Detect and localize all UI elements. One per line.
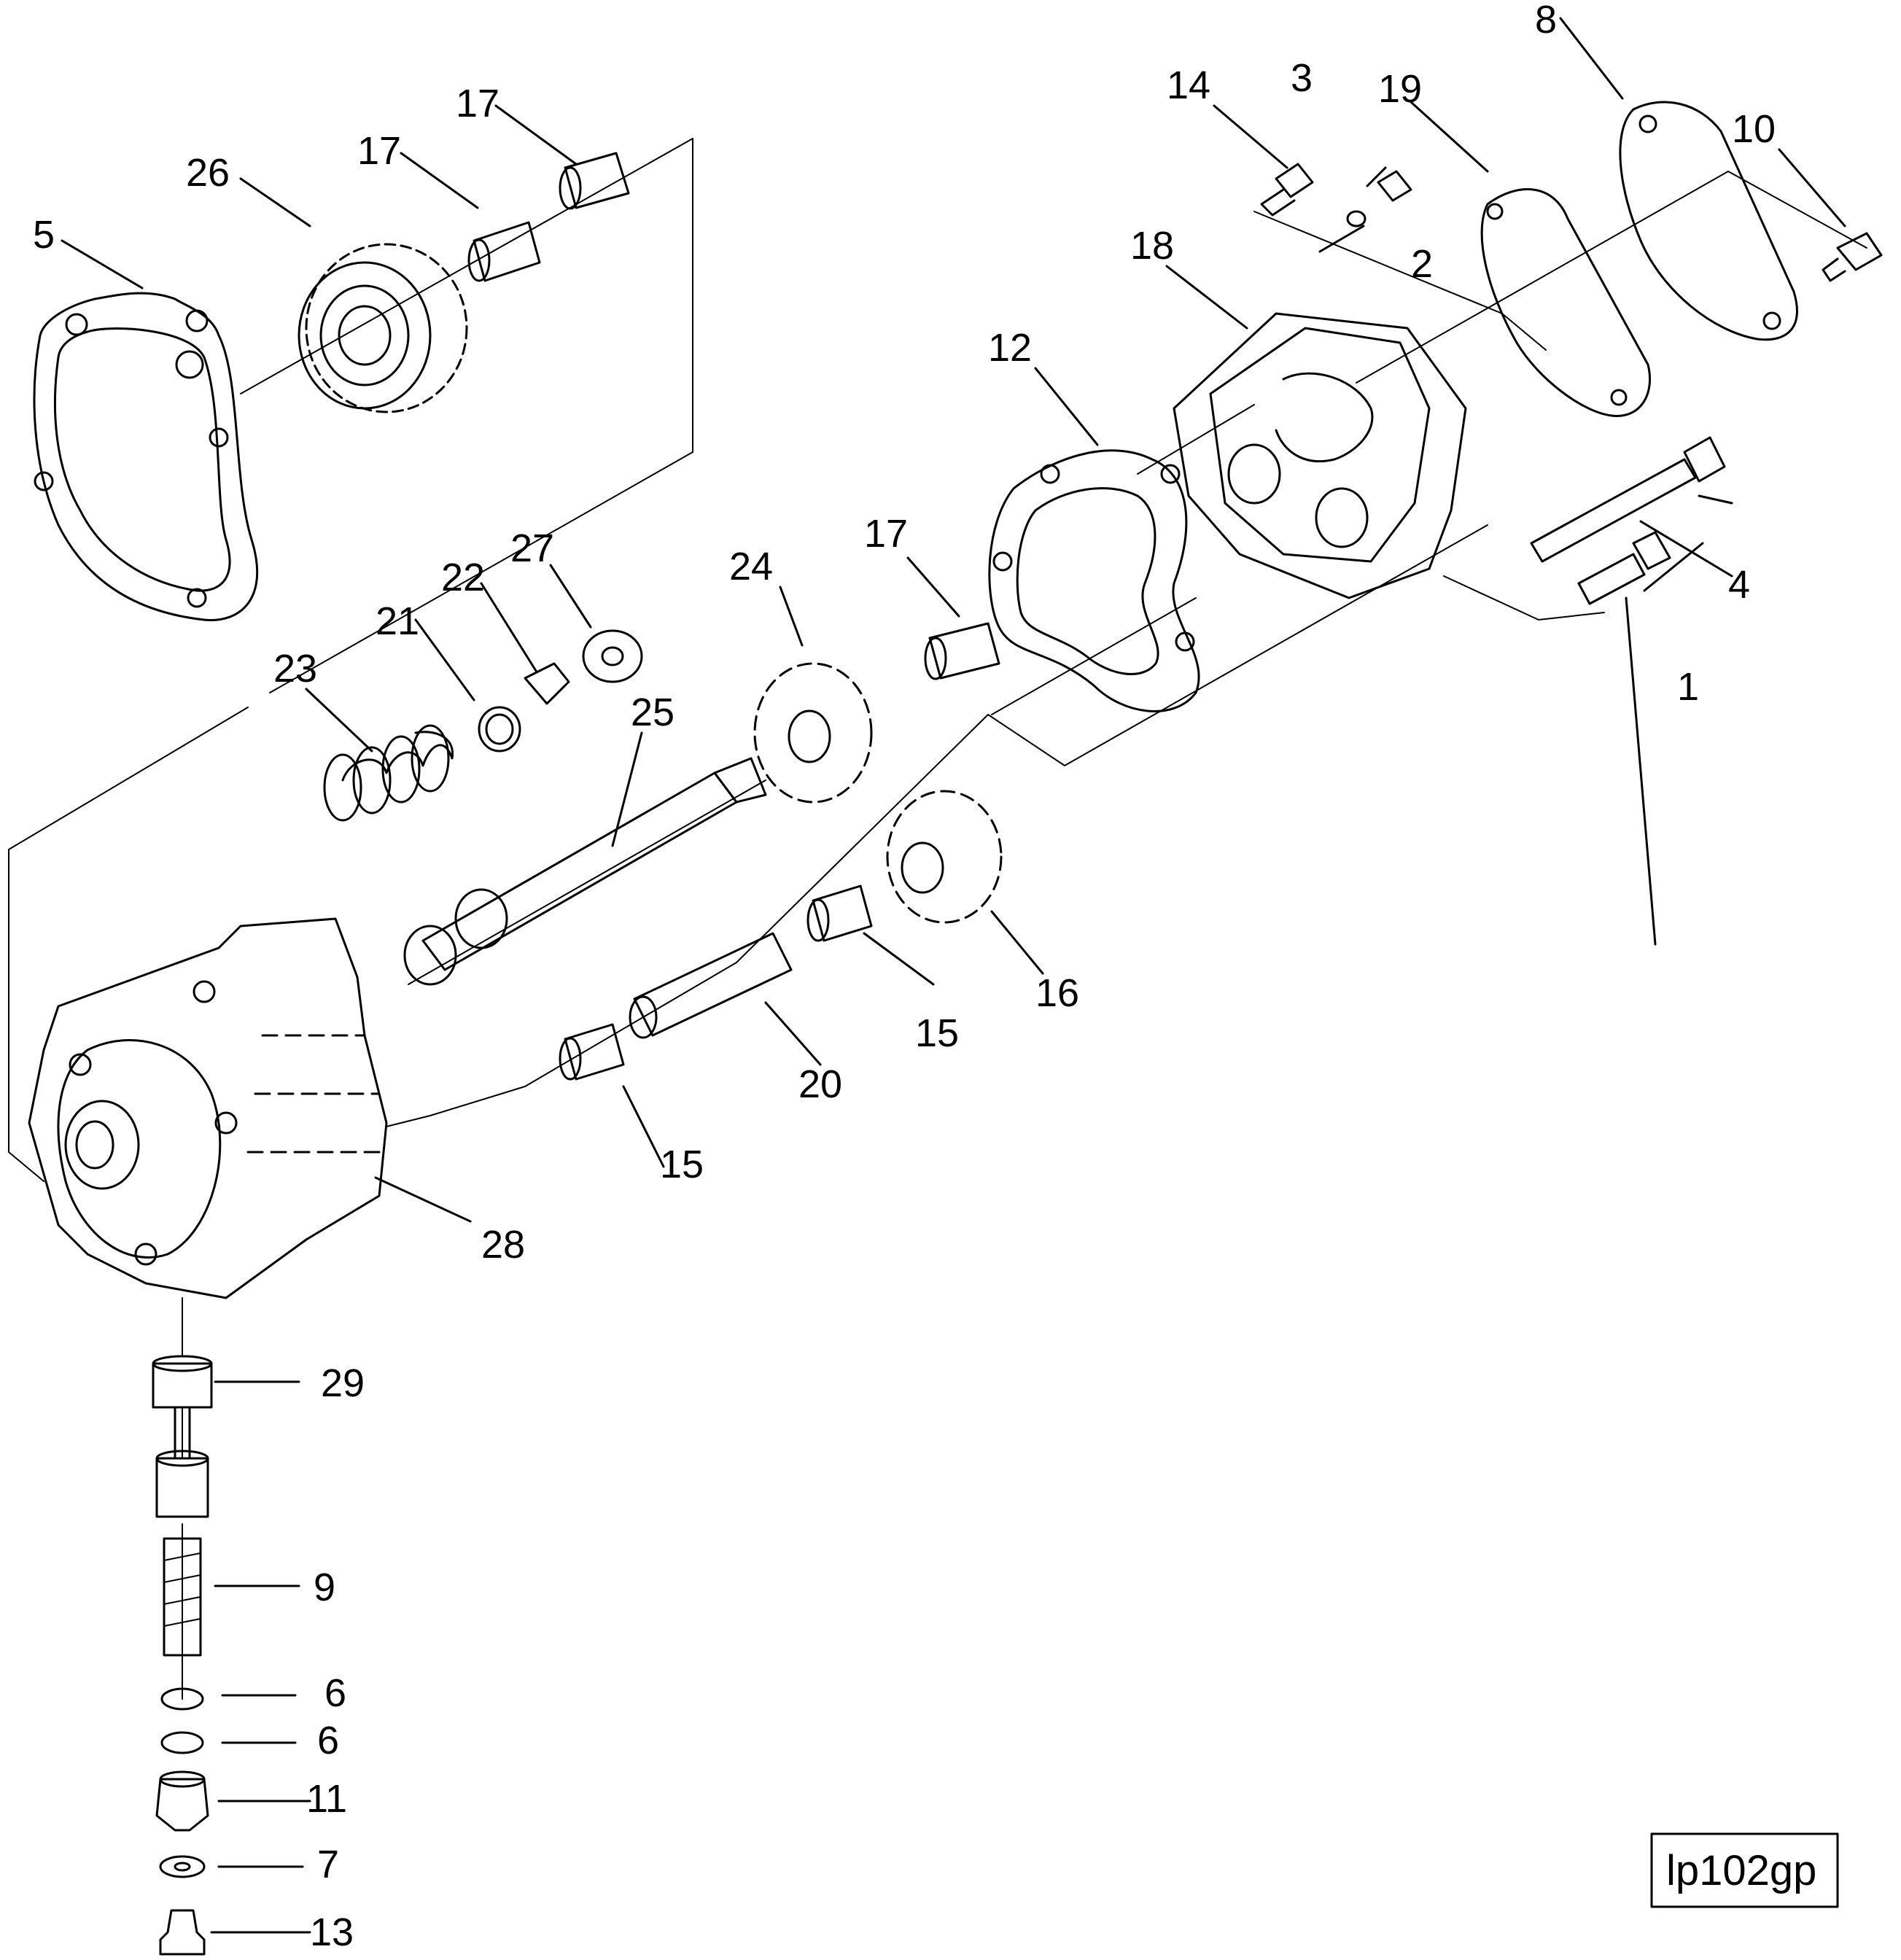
leader-arrows <box>61 17 1846 1934</box>
spring-23 <box>323 724 454 822</box>
callout-21: 21 <box>376 599 419 643</box>
piston-29 <box>152 1355 213 1518</box>
callout-17-right: 17 <box>456 82 499 125</box>
pin-22 <box>524 662 570 705</box>
pin-20 <box>629 932 793 1039</box>
callout-28: 28 <box>481 1223 525 1267</box>
drawing-id-text: lp102gp <box>1666 1847 1816 1894</box>
callout-24: 24 <box>729 545 773 588</box>
callout-2: 2 <box>1411 242 1433 286</box>
callout-25: 25 <box>631 691 675 734</box>
callout-22: 22 <box>441 556 485 599</box>
callout-19: 19 <box>1378 67 1422 111</box>
assembly-axis-lines <box>8 138 1867 1700</box>
callout-5: 5 <box>33 213 55 257</box>
callout-1: 1 <box>1677 665 1699 709</box>
bushing-17-upper <box>467 152 630 282</box>
callout-10: 10 <box>1732 107 1776 151</box>
callout-6-lower: 6 <box>317 1719 339 1762</box>
callout-12: 12 <box>988 326 1032 370</box>
callout-26: 26 <box>186 151 230 195</box>
callout-9: 9 <box>314 1566 335 1609</box>
callout-27: 27 <box>510 526 554 570</box>
callout-7: 7 <box>317 1843 339 1886</box>
gear-16 <box>886 790 1003 924</box>
callout-14: 14 <box>1167 63 1210 107</box>
callout-6-upper: 6 <box>324 1671 346 1715</box>
gasket-5 <box>33 292 259 621</box>
ring-21 <box>478 706 521 752</box>
bushing-17-middle <box>924 622 1000 680</box>
gasket-19 <box>1480 188 1652 417</box>
washer-27 <box>582 629 643 683</box>
o-ring-6-upper <box>160 1687 204 1711</box>
callout-29: 29 <box>321 1361 365 1405</box>
cover-8 <box>1619 101 1798 341</box>
bushing-15-lower <box>559 1023 625 1081</box>
spring-9 <box>163 1537 202 1657</box>
drawing-id-tag: lp102gp <box>1650 1832 1839 1908</box>
fitting-13 <box>159 1909 206 1956</box>
callout-16: 16 <box>1035 971 1079 1015</box>
o-ring-6-lower <box>160 1731 204 1754</box>
plug-11 <box>155 1770 209 1832</box>
callout-3: 3 <box>1291 56 1313 100</box>
callout-13: 13 <box>310 1910 354 1954</box>
gear-26 <box>298 243 468 413</box>
screw-10 <box>1822 232 1883 282</box>
callout-11: 11 <box>306 1777 347 1821</box>
callout-20: 20 <box>798 1062 842 1106</box>
callout-labels: 1 2 3 4 5 6 6 7 8 9 10 11 12 13 14 15 15… <box>33 0 1776 1954</box>
bushing-15-upper <box>806 884 873 942</box>
gear-24 <box>753 662 873 804</box>
o-ring-2 <box>1346 210 1367 228</box>
callout-8: 8 <box>1535 0 1557 42</box>
callout-15-upper: 15 <box>915 1011 959 1055</box>
plug-3 <box>1377 170 1412 202</box>
callout-23: 23 <box>273 647 317 691</box>
bolt-14 <box>1260 163 1314 217</box>
callout-17-middle: 17 <box>864 512 908 556</box>
callout-4: 4 <box>1728 563 1750 607</box>
shaft-25 <box>403 757 767 986</box>
bolt-1 <box>1577 531 1671 605</box>
housing-18 <box>1173 312 1467 599</box>
gasket-12 <box>988 449 1200 712</box>
pump-body-28 <box>28 917 388 1299</box>
bolt-4 <box>1530 436 1726 563</box>
callout-17-left: 17 <box>357 129 401 173</box>
callout-15-lower: 15 <box>660 1143 704 1186</box>
callout-18: 18 <box>1130 224 1174 268</box>
washer-7 <box>159 1855 206 1878</box>
